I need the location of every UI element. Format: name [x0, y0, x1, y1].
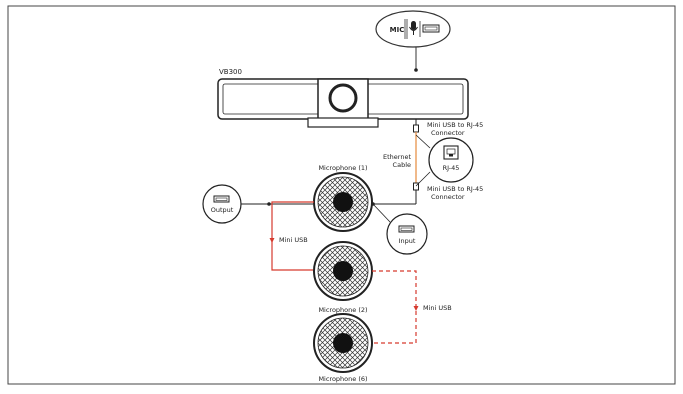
input-label: Input — [399, 237, 416, 245]
mic6-label: Microphone (6) — [318, 375, 367, 383]
arrow-down-icon — [413, 306, 419, 311]
input-bubble: Input — [386, 213, 428, 255]
mic1-label: Microphone (1) — [318, 164, 367, 172]
mini-usb-dashed-label: Mini USB — [423, 304, 452, 312]
diagram-border — [7, 5, 676, 385]
device-label: VB300 — [219, 68, 242, 76]
ethernet-label-line2: Cable — [393, 161, 411, 169]
connector-bottom-label-line2: Connector — [431, 193, 465, 201]
mini-usb-cable-dashed — [372, 270, 417, 344]
mic2-label: Microphone (2) — [318, 306, 367, 314]
connector-bottom-label-line1: Mini USB to RJ-45 — [427, 185, 483, 193]
connector-top — [413, 124, 419, 133]
mini-usb-port-icon — [213, 195, 230, 203]
rj45-bubble: RJ-45 — [428, 137, 474, 183]
mini-usb-solid-label: Mini USB — [279, 236, 308, 244]
arrow-down-icon — [269, 238, 275, 243]
microphone-6 — [313, 313, 373, 373]
mini-usb-port-icon — [422, 24, 440, 33]
rj45-label: RJ-45 — [443, 164, 460, 172]
connector-top-label-line2: Connector — [431, 129, 465, 137]
output-label: Output — [211, 206, 234, 214]
mic-bubble-label: MIC — [390, 26, 405, 34]
connector-top-label-line1: Mini USB to RJ-45 — [427, 121, 483, 129]
output-bubble: Output — [202, 184, 242, 224]
mic-bubble: MIC — [375, 10, 451, 48]
microphone-2 — [313, 241, 373, 301]
microphone-icon — [409, 21, 418, 35]
ethernet-label-line1: Ethernet — [383, 153, 411, 161]
mini-usb-cable-solid — [271, 201, 314, 271]
vb300-soundbar — [217, 78, 469, 128]
device-stand — [307, 117, 379, 128]
camera-lens — [328, 83, 358, 113]
rj45-port-icon — [443, 145, 459, 160]
mini-usb-port-icon — [398, 225, 415, 233]
microphone-1 — [313, 172, 373, 232]
